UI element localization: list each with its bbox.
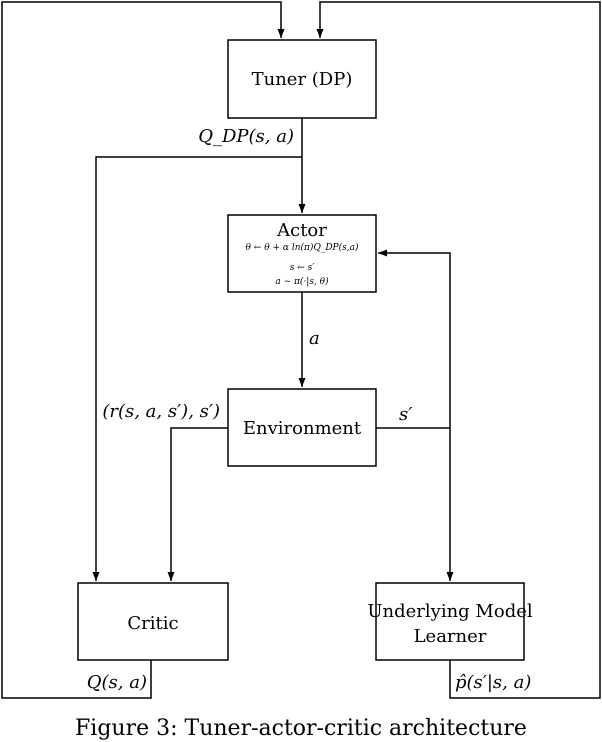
next-state-label: s′ <box>399 404 412 425</box>
model-learner-label-line2: Learner <box>414 626 487 647</box>
p-hat-label: p̂(s′|s, a) <box>455 672 531 693</box>
environment-label: Environment <box>243 418 362 439</box>
critic-box <box>77 582 229 661</box>
critic-label: Critic <box>127 613 178 634</box>
q-label: Q(s, a) <box>87 672 147 693</box>
model-learner-label-line1: Underlying Model <box>367 601 533 622</box>
figure-caption: Figure 3: Tuner-actor-critic architectur… <box>75 716 527 741</box>
critic-to-tuner-loop <box>1 1 285 699</box>
tuner-to-critic-arrow <box>92 156 302 581</box>
actor-update-equation: θ ← θ + α ln(π)Q_DP(s,a) <box>246 242 359 253</box>
actor-action-equation: a ∼ π(·|s, θ) <box>275 276 329 287</box>
tuner-label: Tuner (DP) <box>252 69 353 90</box>
reward-state-label: (r(s, a, s′), s′) <box>102 401 220 422</box>
state-to-actor-arrow <box>378 249 451 428</box>
action-label: a <box>309 328 320 349</box>
q-dp-label: Q_DP(s, a) <box>198 126 294 147</box>
actor-label: Actor <box>276 220 327 241</box>
environment-to-critic-arrow <box>167 427 228 581</box>
actor-state-equation: s ← s′ <box>290 263 315 273</box>
model-to-tuner-loop <box>316 1 601 699</box>
